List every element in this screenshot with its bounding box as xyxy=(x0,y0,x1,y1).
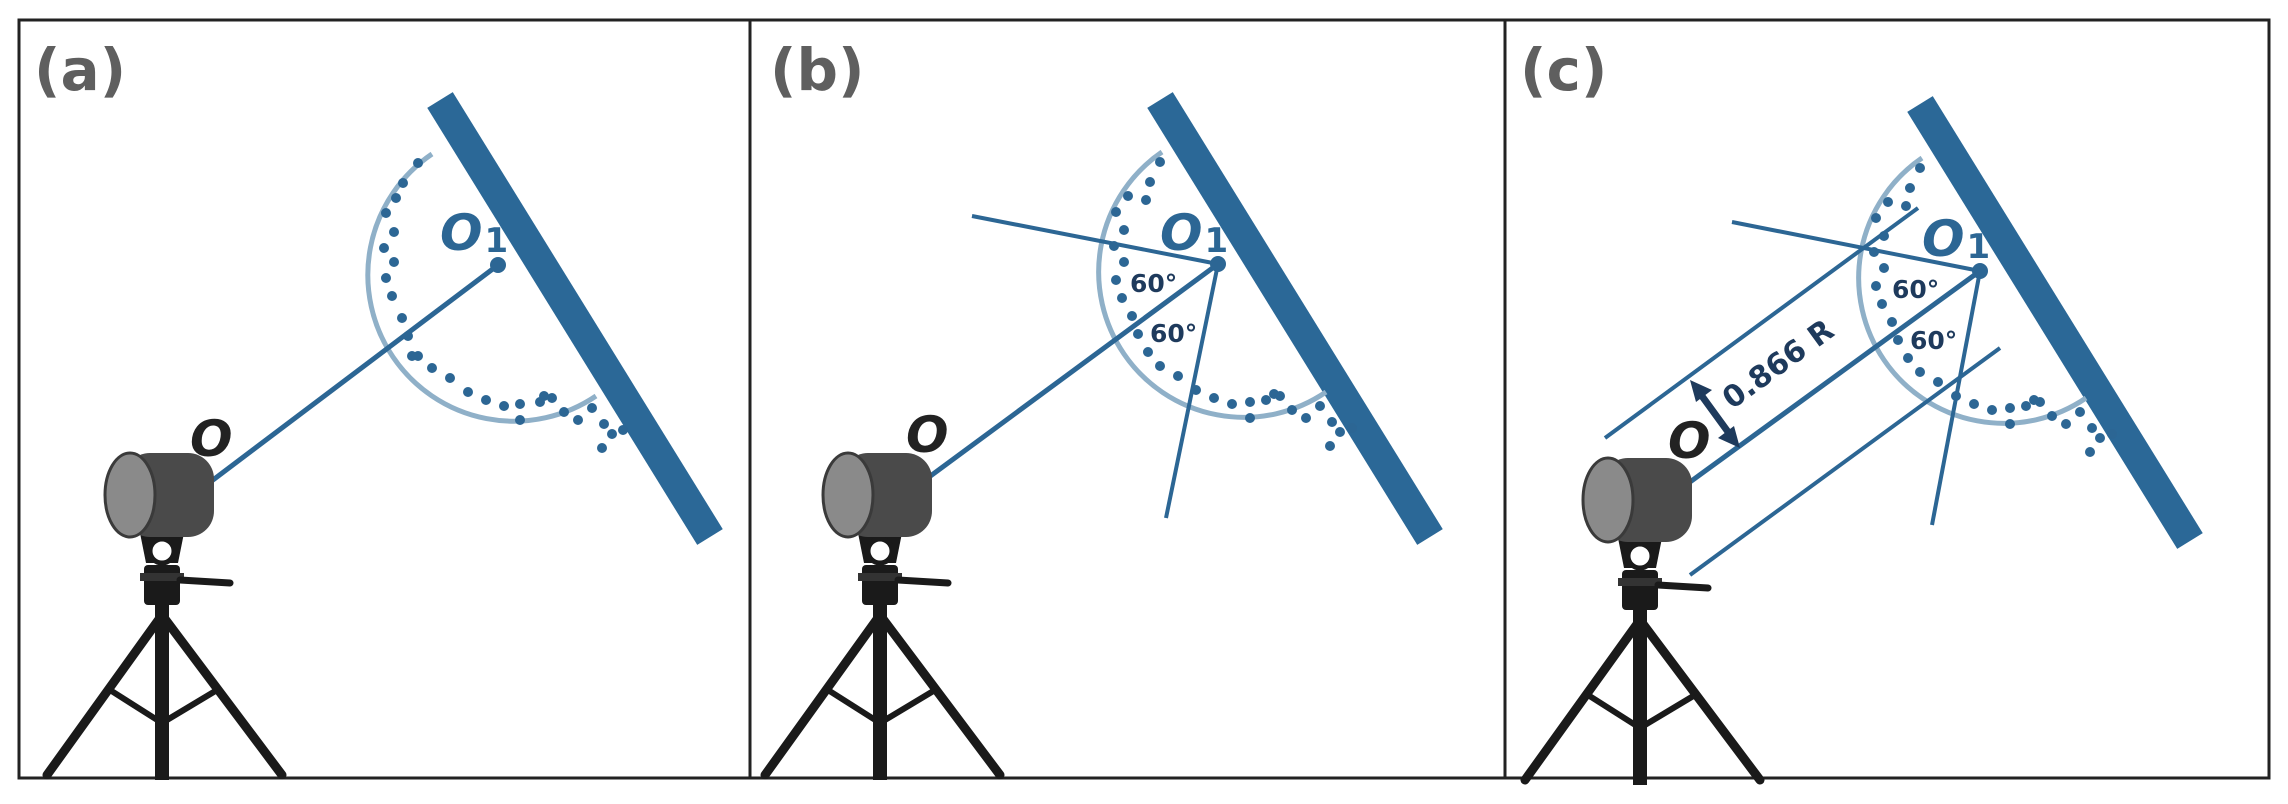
distance-arrow xyxy=(1690,380,1740,448)
circle-arc xyxy=(1856,155,2088,426)
construction-line-upper xyxy=(971,214,1219,266)
camera-tripod-icon xyxy=(1525,458,1760,785)
wall xyxy=(427,92,723,545)
ray-o-o1 xyxy=(923,261,1220,483)
panel-b: (b) O1 60° 60° O xyxy=(765,36,1443,780)
parallel-line-upper xyxy=(1603,206,1920,440)
center-point xyxy=(1972,263,1988,279)
lidar-points xyxy=(1869,163,2117,457)
panel-a-label: (a) xyxy=(34,36,126,104)
camera-tripod-icon xyxy=(765,453,1000,780)
wall xyxy=(1147,92,1443,545)
construction-line-upper xyxy=(1731,220,1981,273)
construction-line-lower xyxy=(1164,263,1220,519)
center-label: O1 xyxy=(1160,204,1228,262)
center-point xyxy=(490,257,506,273)
circle-arc xyxy=(365,151,598,424)
panel-a: (a) O1 O xyxy=(34,36,723,780)
angle-label-upper: 60° xyxy=(1892,275,1939,304)
circle-arc xyxy=(1096,149,1328,420)
center-label: O1 xyxy=(1922,210,1990,268)
distance-label: 0.866 R xyxy=(1716,313,1840,417)
angle-label-lower: 60° xyxy=(1150,319,1197,348)
center-point xyxy=(1210,256,1226,272)
lidar-points xyxy=(379,158,628,453)
center-label: O1 xyxy=(440,204,508,262)
ray-o-o1 xyxy=(203,263,500,488)
angle-label-upper: 60° xyxy=(1130,269,1177,298)
panel-b-label: (b) xyxy=(770,36,865,104)
camera-tripod-icon xyxy=(47,453,282,780)
construction-line-lower xyxy=(1930,270,1982,526)
wall xyxy=(1907,96,2203,549)
figure-border xyxy=(17,18,2271,780)
parallel-line-lower xyxy=(1688,346,2002,577)
angle-label-lower: 60° xyxy=(1910,326,1957,355)
panel-c: (c) O1 60° 60° xyxy=(1520,36,2203,785)
panel-c-label: (c) xyxy=(1520,36,1607,104)
